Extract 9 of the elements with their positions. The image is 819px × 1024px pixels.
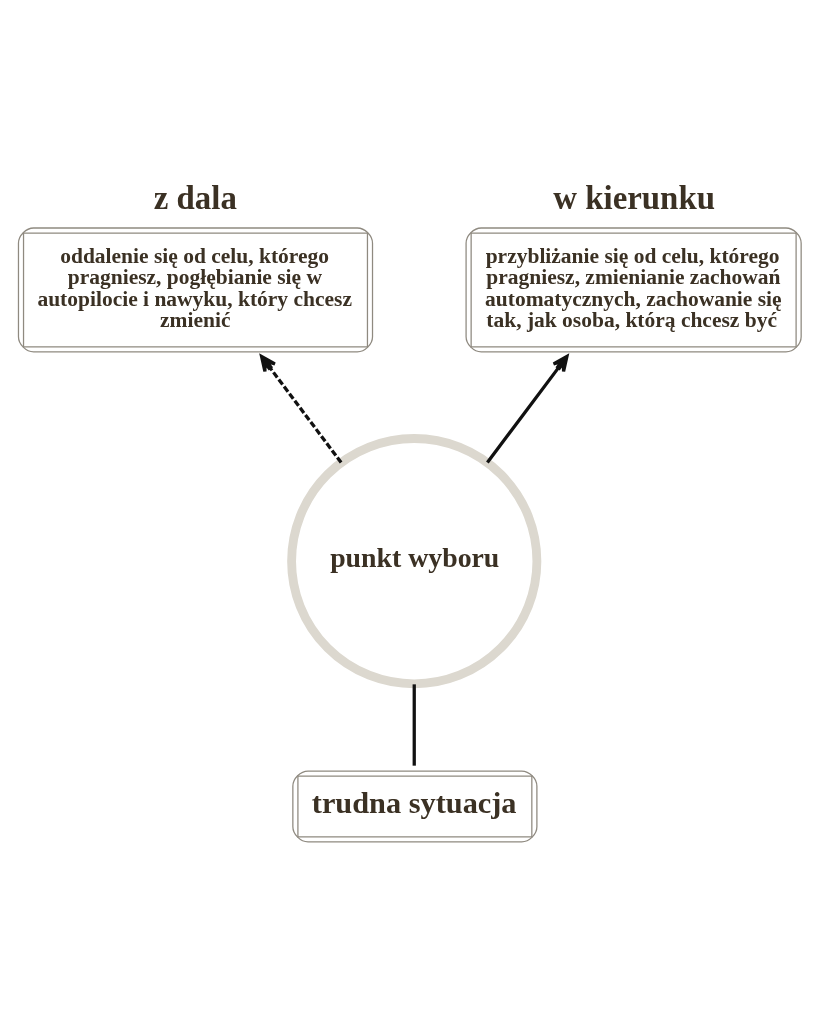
arrow [259, 354, 343, 463]
node-label: w kierunku [553, 179, 715, 216]
node-box: trudna sytuacja [292, 769, 538, 842]
arrow [486, 354, 569, 463]
node-box: przybliżanie się od celu, którego pragniesz, zmienianie zachowań automatycznych, zachowanie się tak, jak osoba, którą chcesz być [465, 226, 802, 353]
node-circle: punkt wyboru [287, 433, 542, 688]
node-box: oddalenie się od celu, którego pragniesz, pogłębianie się w autopilocie i nawyku, który chcesz zmienić [17, 226, 374, 353]
node-label: z dala [153, 179, 237, 216]
connector [412, 683, 416, 766]
